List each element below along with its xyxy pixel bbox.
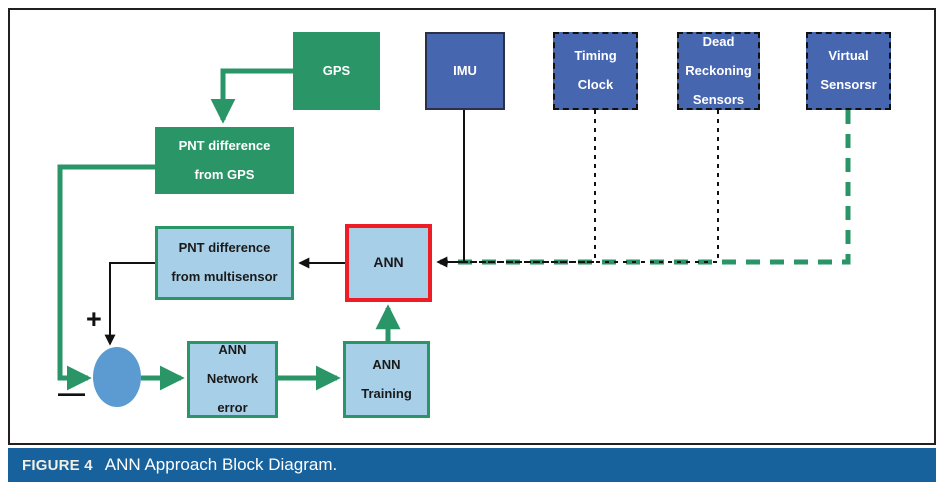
connector-virtual-sensors-to-ann xyxy=(440,110,851,265)
node-imu-label: IMU xyxy=(453,62,477,78)
node-dead-reckoning-label-line2: Reckoning xyxy=(685,62,752,78)
node-dead-reckoning-sensors[interactable]: Dead Reckoning Sensors xyxy=(677,32,760,110)
node-ann-network-error-label-line2: Network xyxy=(206,371,259,387)
node-virtual-sensors-label-line2: Sensorsr xyxy=(820,77,877,93)
node-ann-training[interactable]: ANN Training xyxy=(343,341,430,418)
connector-gps-to-pnt-gps xyxy=(210,68,293,124)
node-imu[interactable]: IMU xyxy=(425,32,505,110)
node-pnt-gps-label-line1: PNT difference xyxy=(178,137,271,153)
node-dead-reckoning-label-line1: Dead xyxy=(702,33,735,49)
node-ann-label: ANN xyxy=(373,254,404,271)
summing-junction[interactable] xyxy=(93,347,141,407)
node-pnt-difference-from-multisensor[interactable]: PNT difference from multisensor xyxy=(155,226,294,300)
node-timing-clock-label-line1: Timing xyxy=(574,48,617,64)
node-pnt-multisensor-label-line1: PNT difference xyxy=(178,240,271,256)
connector-dead-reckoning-to-ann xyxy=(440,110,719,263)
node-ann-training-label-line2: Training xyxy=(361,385,412,401)
connector-pnt-gps-to-summing-junction xyxy=(57,164,155,391)
node-ann-network-error-label-line1: ANN xyxy=(218,342,247,358)
connector-pnt-multisensor-to-summing-junction xyxy=(104,262,155,346)
node-gps-label: GPS xyxy=(322,62,351,78)
node-pnt-multisensor-label-line2: from multisensor xyxy=(171,269,278,285)
node-gps[interactable]: GPS xyxy=(293,32,380,110)
node-virtual-sensors-label-line1: Virtual xyxy=(828,48,869,64)
summing-junction-minus-sign: — xyxy=(58,378,85,408)
node-dead-reckoning-label-line3: Sensors xyxy=(692,91,745,107)
figure-caption-text: ANN Approach Block Diagram. xyxy=(104,455,338,474)
node-timing-clock-label-line2: Clock xyxy=(577,77,614,93)
summing-junction-plus-sign: + xyxy=(86,304,102,334)
node-ann[interactable]: ANN xyxy=(345,224,432,302)
node-ann-training-label-line1: ANN xyxy=(372,356,401,372)
node-ann-network-error-label-line3: error xyxy=(217,400,248,416)
node-pnt-difference-from-gps[interactable]: PNT difference from GPS xyxy=(155,127,294,194)
figure-caption-label: FIGURE 4 xyxy=(22,456,93,474)
figure-caption-bar: FIGURE 4 ANN Approach Block Diagram. xyxy=(8,448,936,482)
connector-imu-to-ann xyxy=(436,110,465,268)
node-virtual-sensors[interactable]: Virtual Sensorsr xyxy=(806,32,891,110)
node-timing-clock[interactable]: Timing Clock xyxy=(553,32,638,110)
node-pnt-gps-label-line2: from GPS xyxy=(194,166,255,182)
node-ann-network-error[interactable]: ANN Network error xyxy=(187,341,278,418)
